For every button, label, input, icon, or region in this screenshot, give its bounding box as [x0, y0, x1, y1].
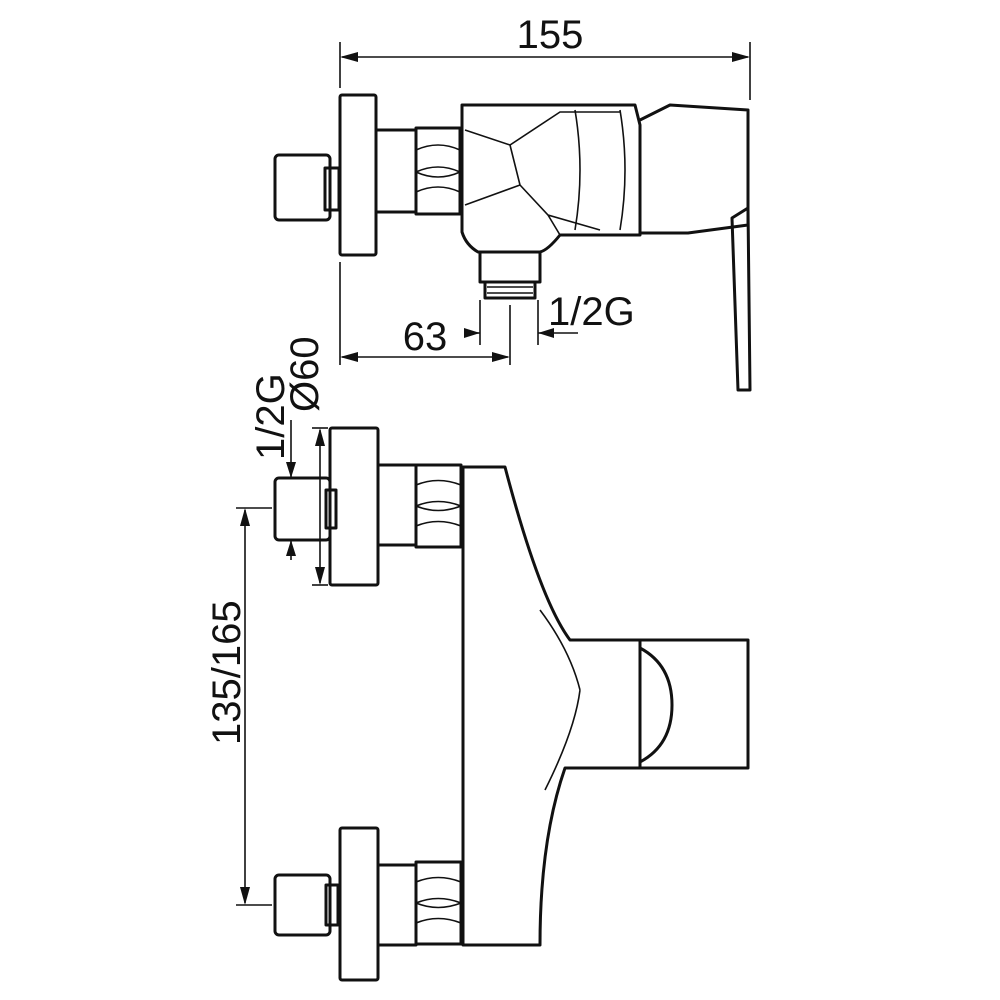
mixer-body-front: [461, 465, 642, 947]
dim-inlet-thread-label: 1/2G: [249, 373, 293, 460]
upper-collar: [324, 488, 338, 530]
dim-overall-width-label: 155: [517, 13, 584, 57]
lever-blade: [730, 206, 752, 392]
lower-flange: [338, 826, 380, 982]
inlet-connector: [273, 153, 332, 222]
upper-pipe: [376, 463, 418, 547]
outlet-spout: [478, 250, 542, 284]
hex-nut: [414, 126, 462, 216]
dimension-centre-distance: 135/165: [205, 507, 272, 906]
dimension-155: 155: [339, 13, 751, 100]
dimension-flange-diameter: Ø60: [283, 336, 328, 586]
dimension-63: 63: [339, 262, 511, 365]
lower-pipe: [376, 863, 418, 947]
eccentric-pipe: [374, 128, 418, 214]
upper-hex-nut: [414, 463, 463, 549]
dimension-inlet-thread: 1/2G: [249, 373, 300, 560]
lever-handle-front: [638, 638, 750, 770]
outlet-thread: [483, 280, 537, 300]
side-view: [273, 93, 752, 392]
dimension-outlet-thread: 1/2G: [464, 290, 635, 345]
wall-flange: [338, 93, 378, 257]
connector-collar: [323, 166, 341, 212]
handle-cap: [638, 646, 674, 764]
dim-projection-label: 63: [403, 315, 448, 359]
lever-handle: [638, 103, 750, 235]
lower-collar: [324, 883, 340, 927]
lower-hex-nut: [414, 860, 463, 946]
lower-inlet-connector: [273, 873, 332, 937]
front-view: [273, 426, 750, 982]
mixer-body: [460, 103, 642, 254]
dim-flange-diameter-label: Ø60: [283, 336, 327, 412]
upper-inlet-connector: [273, 476, 332, 542]
dim-outlet-thread-label: 1/2G: [548, 290, 635, 334]
dim-centre-distance-label: 135/165: [205, 600, 249, 745]
